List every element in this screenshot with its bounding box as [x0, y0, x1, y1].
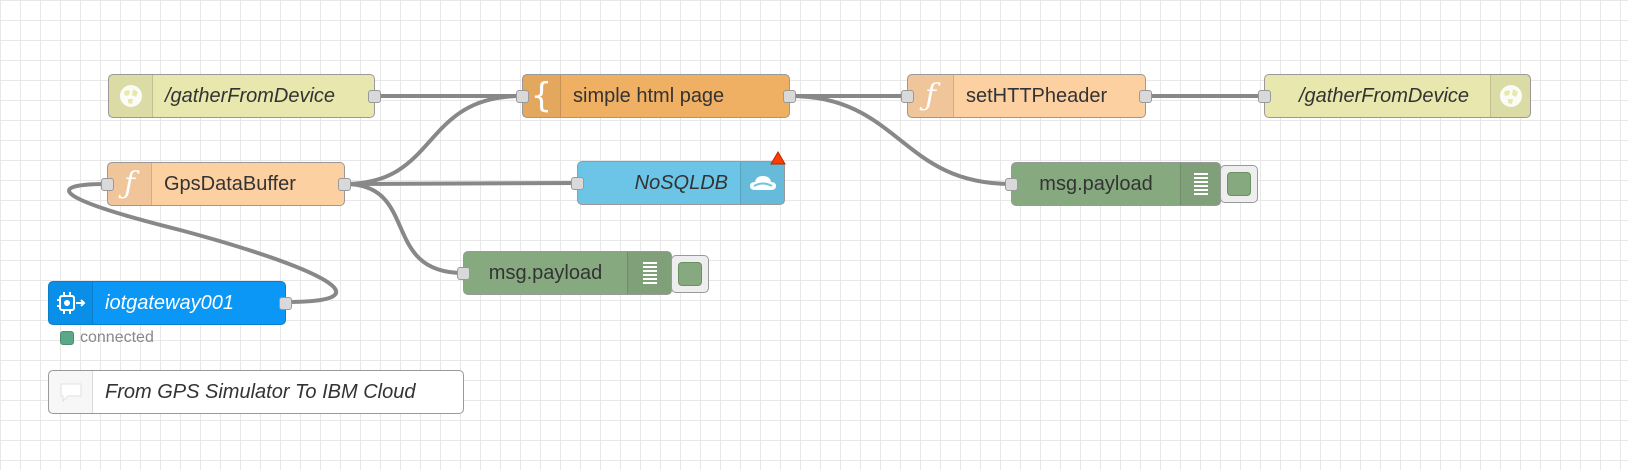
input-port[interactable] — [516, 90, 529, 103]
debug-node-right[interactable]: msg.payload — [1005, 162, 1221, 206]
nosql-db-label: NoSQLDB — [634, 171, 728, 194]
comment-node[interactable]: From GPS Simulator To IBM Cloud — [48, 370, 464, 414]
status-dot-icon — [60, 331, 74, 345]
input-port[interactable] — [101, 178, 114, 191]
debug-toggle-indicator — [678, 262, 702, 286]
debug-toggle-button-bottom[interactable] — [671, 255, 709, 293]
warning-triangle-icon — [770, 151, 786, 165]
http-response-node[interactable]: /gatherFromDevice — [1258, 74, 1531, 118]
output-port[interactable] — [368, 90, 381, 103]
debug-toggle-indicator — [1227, 172, 1251, 196]
set-http-header-node[interactable]: ƒ setHTTPheader — [901, 74, 1152, 118]
set-http-header-label: setHTTPheader — [966, 84, 1108, 107]
wire-gpsbuffer-to-debug-bottom — [343, 182, 465, 275]
debug-right-label: msg.payload — [1039, 172, 1153, 195]
comment-label: From GPS Simulator To IBM Cloud — [105, 380, 416, 403]
nosql-db-node[interactable]: NoSQLDB — [571, 161, 785, 205]
iot-status-text: connected — [80, 329, 154, 346]
curly-brace-icon: { — [523, 75, 561, 117]
http-in-label: /gatherFromDevice — [165, 84, 336, 107]
globe-icon — [1490, 75, 1530, 117]
output-port[interactable] — [1139, 90, 1152, 103]
wire-gpsbuffer-to-nosql — [343, 181, 579, 186]
input-port[interactable] — [457, 267, 470, 280]
http-in-node[interactable]: /gatherFromDevice — [108, 74, 381, 118]
output-port[interactable] — [279, 297, 292, 310]
input-port[interactable] — [1005, 178, 1018, 191]
gps-data-buffer-node[interactable]: ƒ GpsDataBuffer — [101, 162, 351, 206]
iot-gateway-node[interactable]: iotgateway001 — [48, 281, 292, 325]
debug-node-bottom[interactable]: msg.payload — [457, 251, 672, 295]
output-port[interactable] — [783, 90, 796, 103]
template-label: simple html page — [573, 84, 725, 107]
input-port[interactable] — [571, 177, 584, 190]
input-port[interactable] — [1258, 90, 1271, 103]
cloud-icon — [740, 162, 784, 204]
function-icon: ƒ — [108, 163, 152, 205]
iot-gateway-label: iotgateway001 — [105, 291, 234, 314]
chip-gateway-icon — [49, 282, 93, 324]
debug-bottom-label: msg.payload — [488, 261, 603, 284]
http-response-label: /gatherFromDevice — [1299, 84, 1470, 107]
input-port[interactable] — [901, 90, 914, 103]
speech-bubble-icon — [49, 371, 93, 413]
globe-icon — [109, 75, 153, 117]
debug-toggle-button-right[interactable] — [1220, 165, 1258, 203]
function-icon: ƒ — [908, 75, 954, 117]
gps-data-buffer-label: GpsDataBuffer — [164, 172, 296, 195]
list-icon — [1180, 163, 1220, 205]
template-node[interactable]: { simple html page — [516, 74, 796, 118]
list-icon — [627, 252, 671, 294]
output-port[interactable] — [338, 178, 351, 191]
iot-status: connected — [60, 329, 154, 347]
